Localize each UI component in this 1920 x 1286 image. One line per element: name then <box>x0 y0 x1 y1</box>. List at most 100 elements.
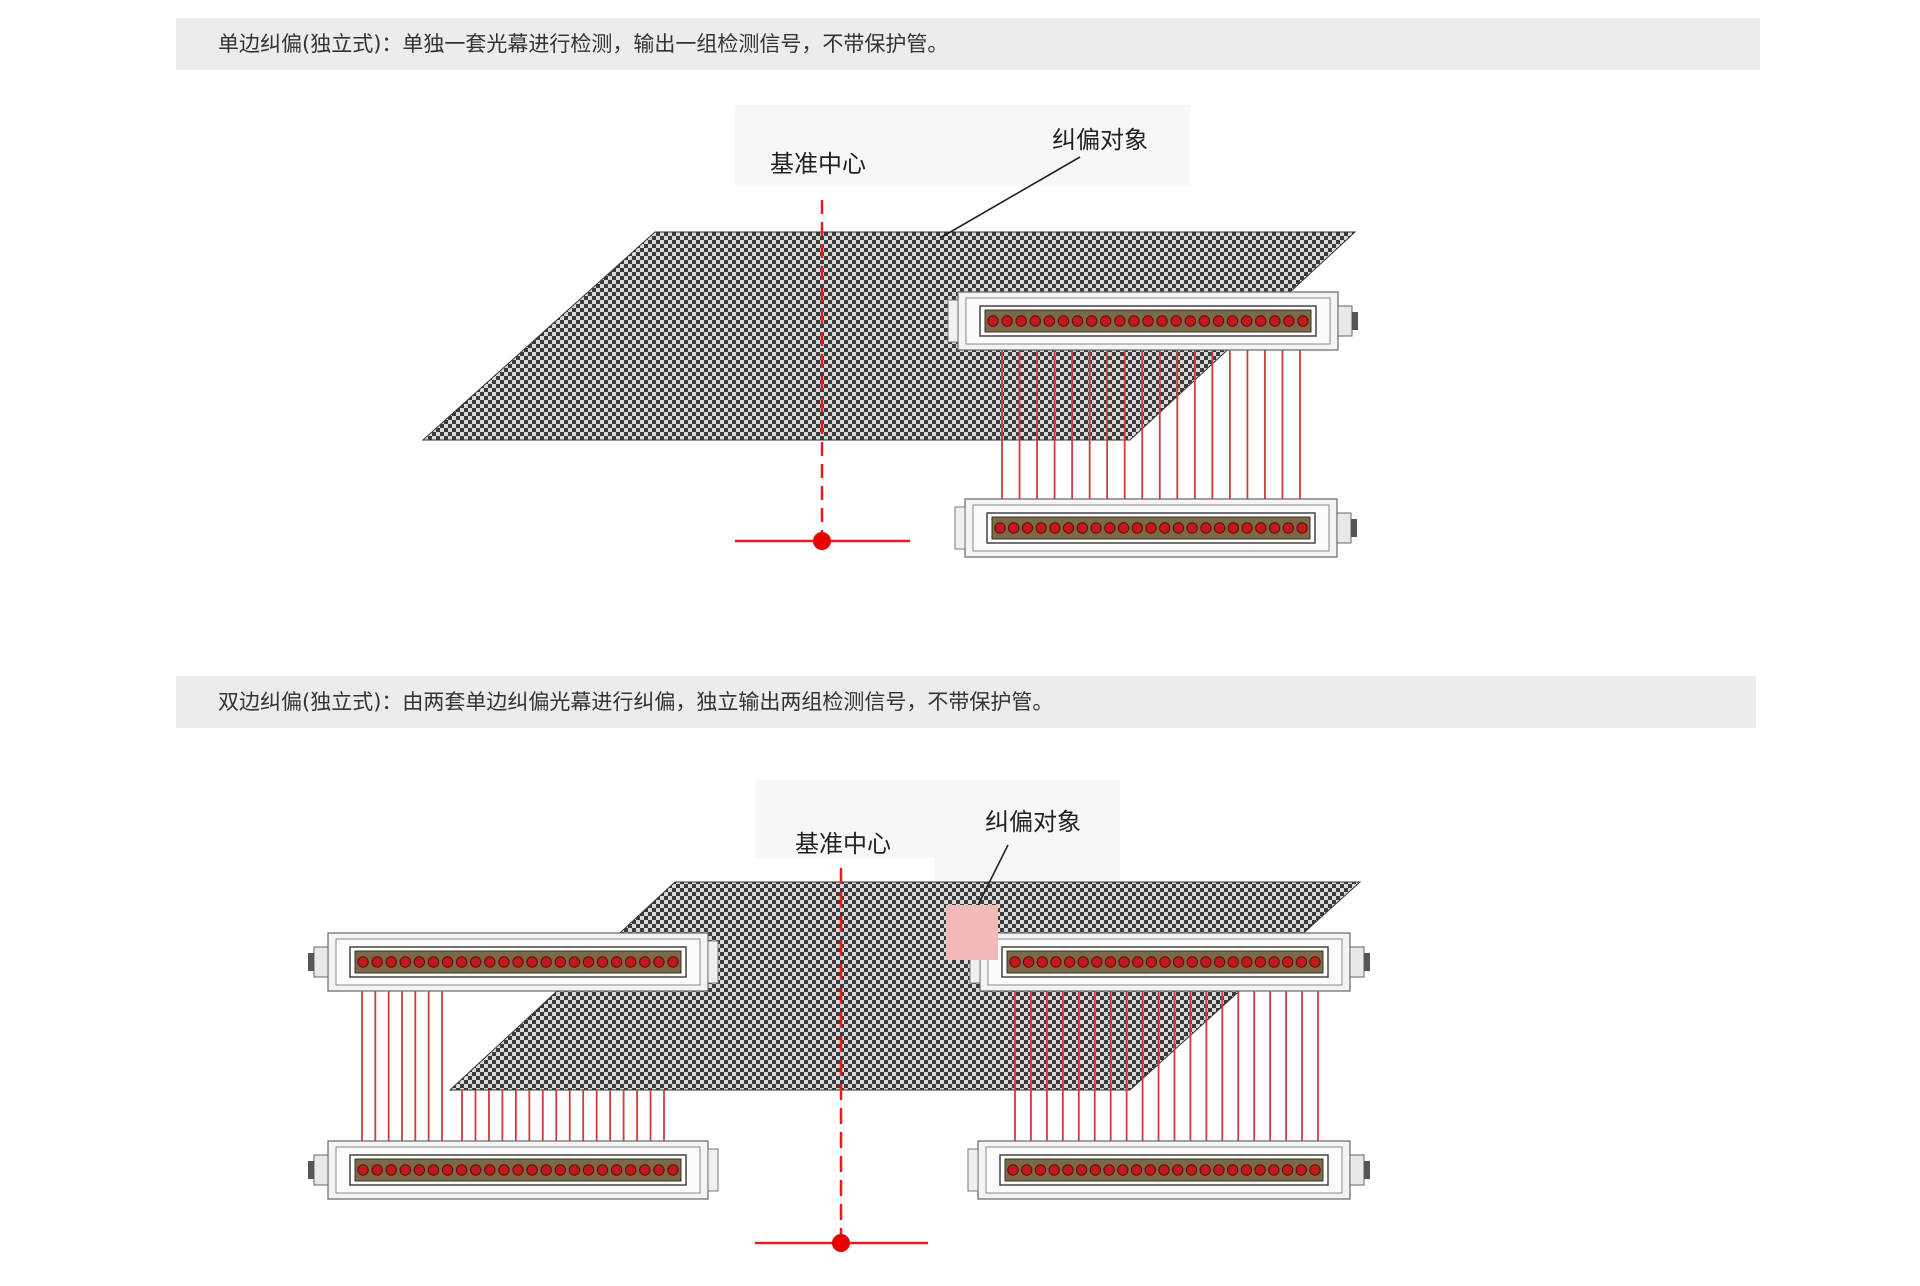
sensor-led <box>455 956 468 968</box>
sensor-led <box>512 956 524 968</box>
sensor-led <box>1240 315 1253 327</box>
sensor-led <box>1268 522 1281 534</box>
sensor-led <box>1184 315 1196 327</box>
sensor-led <box>1050 956 1062 968</box>
sensor-led <box>1227 956 1239 968</box>
section-2-caption-band: 双边纠偏(独立式)：由两套单边纠偏光幕进行纠偏，独立输出两组检测信号，不带保护管… <box>176 676 1756 728</box>
object-label: 纠偏对象 <box>985 808 1081 836</box>
sensor-led <box>1091 956 1103 968</box>
sensor-led <box>357 1164 369 1176</box>
reference-center-label: 基准中心 <box>770 150 866 178</box>
sensor-led <box>1227 522 1240 534</box>
sensor-led <box>371 1164 383 1176</box>
sensor-led <box>1145 522 1157 534</box>
sensor-led <box>1269 315 1281 327</box>
sensor-led <box>385 956 397 968</box>
sensor-led <box>1103 1164 1115 1176</box>
sensor-led <box>371 956 383 968</box>
sensor-led <box>1142 315 1154 327</box>
sensor-led <box>1015 315 1027 327</box>
sensor-led <box>568 956 581 968</box>
label-background <box>735 105 1190 185</box>
sensor-led <box>1172 522 1185 534</box>
sensor-led <box>1186 522 1198 534</box>
sensor-led <box>1117 522 1130 534</box>
sensor-led <box>1295 956 1308 968</box>
single-edge-diagram: 基准中心 纠偏对象 <box>421 105 1358 558</box>
sensor-led <box>1085 315 1098 327</box>
sensor-led <box>1158 1164 1170 1176</box>
sensor-led <box>1049 522 1061 534</box>
sensor-led <box>1172 1164 1184 1176</box>
sensor-led <box>1172 956 1185 968</box>
sensor-led <box>1226 1164 1239 1176</box>
light-curtain-sensor-icon <box>308 932 719 992</box>
sensor-led <box>610 956 623 968</box>
sensor-led <box>441 956 454 968</box>
sensor-led <box>1057 315 1070 327</box>
sensor-led <box>994 522 1006 534</box>
sensor-led <box>1159 522 1171 534</box>
sensor-led <box>1212 315 1225 327</box>
sensor-led <box>526 1164 538 1176</box>
sensor-led <box>1043 315 1056 327</box>
sensor-led <box>1200 522 1212 534</box>
sensor-led <box>1029 315 1041 327</box>
sensor-led <box>1240 1164 1253 1176</box>
sensor-led <box>484 1164 496 1176</box>
sensor-led <box>1268 956 1280 968</box>
sensor-led <box>1156 315 1168 327</box>
sensor-led <box>1077 956 1089 968</box>
sensor-led <box>667 1164 679 1176</box>
label-background <box>935 780 1120 880</box>
sensor-led <box>1118 956 1130 968</box>
sensor-led <box>1009 956 1021 968</box>
sensor-led <box>1021 1164 1033 1176</box>
label-background <box>755 780 935 858</box>
sensor-led <box>653 956 665 968</box>
sensor-led <box>427 956 440 968</box>
sensor-led <box>1063 956 1076 968</box>
sensor-led <box>470 956 482 968</box>
sensor-led <box>1114 315 1126 327</box>
sensor-led <box>639 1164 651 1176</box>
light-curtain-sensor-icon <box>947 291 1358 351</box>
sensor-led <box>1281 1164 1294 1176</box>
sensor-led <box>1048 1164 1060 1176</box>
sensor-led <box>498 956 510 968</box>
object-marker <box>946 905 998 960</box>
sensor-led <box>1145 956 1158 968</box>
sensor-led <box>413 1164 426 1176</box>
sensor-led <box>1198 315 1211 327</box>
sensor-led <box>1075 1164 1088 1176</box>
sensor-led <box>1090 522 1102 534</box>
sensor-led <box>639 956 651 968</box>
sensor-led <box>1213 956 1226 968</box>
reference-point <box>832 1234 850 1252</box>
sensor-led <box>1104 522 1116 534</box>
object-leader-line <box>977 844 1009 906</box>
sensor-led <box>1186 956 1198 968</box>
sensor-led <box>596 1164 609 1176</box>
sensor-led <box>455 1164 468 1176</box>
light-curtain-sensor-icon <box>967 1140 1370 1200</box>
sensor-led <box>1100 315 1112 327</box>
sensor-led <box>625 1164 637 1176</box>
sensor-led <box>1062 522 1075 534</box>
sensor-led <box>540 956 552 968</box>
light-curtain-sensor-icon <box>308 1140 719 1200</box>
sensor-led <box>1159 956 1171 968</box>
light-curtain-sensor-icon <box>969 932 1370 992</box>
sensor-led <box>1226 315 1239 327</box>
sensor-led <box>1213 522 1226 534</box>
sensor-led <box>1076 522 1089 534</box>
section-2-caption: 双边纠偏(独立式)：由两套单边纠偏光幕进行纠偏，独立输出两组检测信号，不带保护管… <box>218 690 1054 714</box>
sensor-led <box>1255 315 1267 327</box>
checkered-sheet-icon <box>421 231 1357 441</box>
double-edge-diagram: 基准中心 纠偏对象 <box>308 780 1370 1252</box>
object-leader-line <box>939 156 1081 239</box>
sensor-led <box>1241 522 1253 534</box>
sensor-led <box>568 1164 581 1176</box>
sensor-led <box>554 1164 566 1176</box>
sensor-led <box>1130 1164 1143 1176</box>
